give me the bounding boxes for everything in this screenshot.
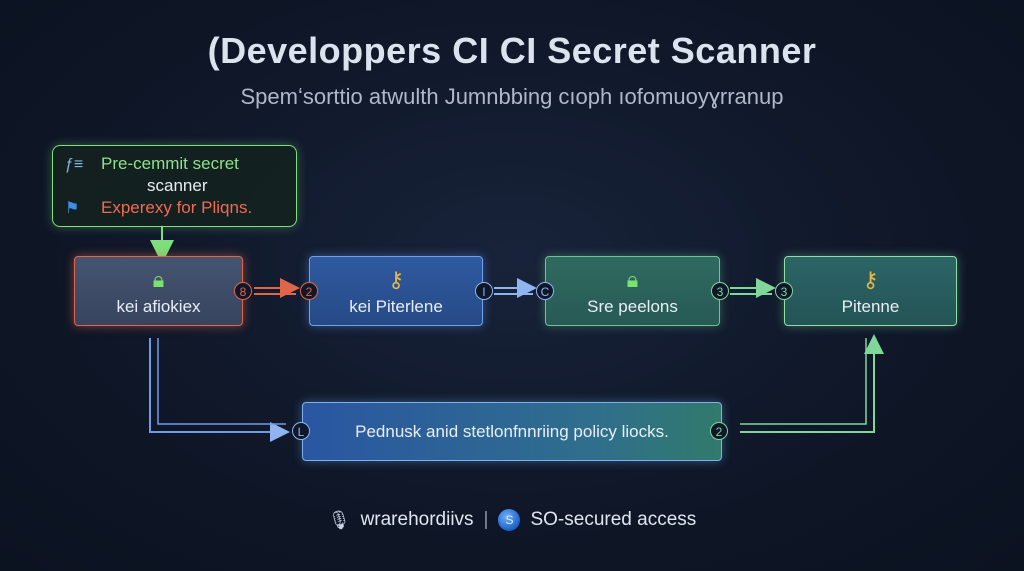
- policy-locks-node[interactable]: Pednusk anid stetlonfnnriing policy lioc…: [302, 402, 722, 461]
- loop-left-b: [157, 338, 286, 425]
- key-icon: ⚷: [387, 267, 405, 292]
- footer: 🎙︎ wrarehordiivs | S SO-secured access: [0, 507, 1024, 533]
- microphone-icon: 🎙︎: [327, 509, 351, 530]
- policy-badge-right: 2: [710, 422, 728, 440]
- stage-4-node[interactable]: ⚷ Pitenne: [784, 256, 957, 326]
- stage-2-label: kei Piterlene: [349, 297, 443, 316]
- loop-right: [740, 334, 884, 433]
- stage-3-node[interactable]: 🔒︎ Sre peelons: [545, 256, 720, 326]
- stage-3-label: Sre peelons: [587, 297, 678, 316]
- callout-line-3: Experexy for Pliqns.: [101, 198, 253, 217]
- document-icon: ƒ≡: [65, 156, 84, 173]
- policy-label: Pednusk anid stetlonfnnriing policy lioc…: [355, 421, 669, 441]
- footer-left-text: wrarehordiivs: [360, 509, 474, 530]
- callout-line-1: Pre-cemmit secret: [101, 154, 239, 173]
- loop-right-b: [740, 338, 867, 425]
- connector-badge: 8: [234, 282, 252, 300]
- connector-badge: 2: [300, 282, 318, 300]
- callout-line-2: scanner: [147, 176, 208, 195]
- footer-right-text: SO-secured access: [530, 509, 697, 530]
- connector-badge: 3: [711, 282, 729, 300]
- key-icon: ⚷: [862, 267, 879, 292]
- footer-separator: |: [483, 509, 489, 530]
- page-subtitle: Spemʻsorttio atwulth Jumnbbing cıoph ıof…: [240, 84, 784, 109]
- globe-icon: S: [498, 509, 521, 531]
- loop-left: [149, 338, 290, 442]
- connector-badge: 3: [775, 282, 793, 300]
- stage-4-label: Pitenne: [841, 297, 900, 316]
- lock-icon: 🔒︎: [152, 267, 165, 292]
- pre-commit-callout: ƒ≡ Pre-cemmit secret scanner ⚑ Experexy …: [52, 145, 297, 227]
- stage-1-node[interactable]: 🔒︎ kei afiokiex: [74, 256, 243, 326]
- stage-2-node[interactable]: ⚷ kei Piterlene: [309, 256, 483, 326]
- lock-icon: 🔒︎: [626, 267, 639, 292]
- flag-icon: ⚑: [65, 200, 80, 217]
- connector-badge: C: [536, 282, 554, 300]
- stage-1-label: kei afiokiex: [116, 297, 201, 316]
- connector-badge: l: [475, 282, 493, 300]
- page-title: (Developpers CI CI Secret Scanner: [207, 30, 817, 71]
- policy-badge-left: L: [292, 422, 310, 440]
